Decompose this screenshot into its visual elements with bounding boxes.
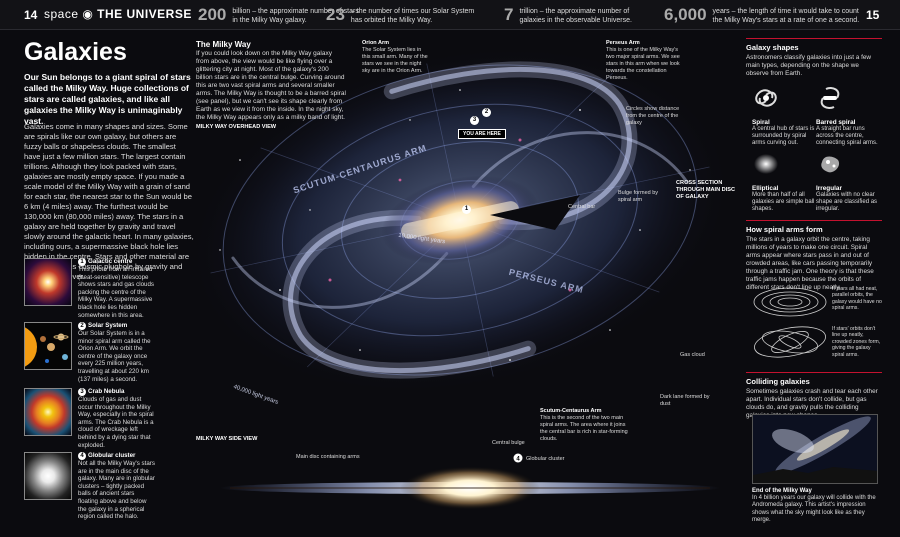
central-bar-label: Central bar [568,204,596,210]
colliding-galaxies-panel: Colliding galaxies Sometimes galaxies cr… [746,372,882,420]
dark-lane-label: Dark lane formed by dust [660,394,710,407]
shape-irregular: Irregular Galaxies with no clear shape a… [816,150,880,214]
page-number-right: 15 [866,8,880,22]
side-view-label: MILKY WAY SIDE VIEW [196,436,258,442]
spiral-arms-panel: How spiral arms form The stars in a gala… [746,220,882,292]
body-text: Galaxies come in many shapes and sizes. … [24,122,194,281]
overhead-view-label: MILKY WAY OVERHEAD VIEW [196,124,277,130]
galaxy-shapes-panel: Galaxy shapes Astronomers classify galax… [746,38,882,78]
orbit-diagram-icon [753,287,827,358]
bulge-arm-label: Bulge formed by spiral arm [618,190,659,203]
svg-text:4: 4 [516,457,520,463]
solar-system-illustration [25,327,69,367]
elliptical-galaxy-icon [754,154,778,174]
main-disc-label: Main disc containing arms [296,454,360,460]
cross-section-label: CROSS SECTION THROUGH MAIN DISC OF GALAX… [676,180,736,200]
marker-2: 2 [482,108,491,117]
globular-cluster-photo [24,452,72,500]
page-number-left: 14 [24,8,38,22]
galaxy-shapes-heading: Galaxy shapes [746,38,882,52]
milky-way-side-illustration: 4 [220,453,720,510]
collision-sky-illustration [753,415,877,483]
shape-elliptical: Elliptical More than half of all galaxie… [752,150,816,214]
milky-way-text: If you could look down on the Milky Way … [196,50,346,121]
central-bulge-label: Central bulge [492,440,525,446]
spiral-arms-text: The stars in a galaxy orbit the centre, … [746,236,874,291]
spiral-arms-heading: How spiral arms form [746,220,882,234]
orbit-note-2: If stars' orbits don't line up neatly, c… [832,326,881,358]
intro-text: Our Sun belongs to a giant spiral of sta… [24,72,191,126]
section-brand: space ◉ THE UNIVERSE [44,7,192,21]
galaxy-shapes-text: Astronomers classify galaxies into just … [746,54,872,77]
marker-1: 1 [462,205,471,214]
galactic-centre-photo [24,258,72,306]
shape-barred-spiral: Barred spiral A straight bar runs across… [816,84,880,148]
barred-spiral-galaxy-icon [820,87,840,109]
andromeda-collision-image [752,414,878,484]
crab-nebula-photo [24,388,72,436]
milky-way-overhead-illustration [193,49,727,391]
circles-distance-label: Circles show distance from the centre of… [626,106,680,126]
page-title: Galaxies [24,38,127,66]
you-are-here-label: YOU ARE HERE [458,129,506,139]
milky-way-heading: The Milky Way [196,40,251,49]
shape-spiral: Spiral A central hub of stars is surroun… [752,84,816,148]
colliding-galaxies-heading: Colliding galaxies [746,372,882,386]
solar-system-photo [24,322,72,370]
marker-3: 3 [470,116,479,125]
fact-2: 23– the number of times our Solar System… [326,5,475,24]
spiral-galaxy-icon [755,89,777,107]
gas-cloud-label: Gas cloud [680,352,705,358]
orbit-note-1: If stars all had neat, parallel orbits, … [832,286,882,312]
globular-cluster-label: Globular cluster [526,456,565,462]
irregular-galaxy-icon [821,156,840,173]
